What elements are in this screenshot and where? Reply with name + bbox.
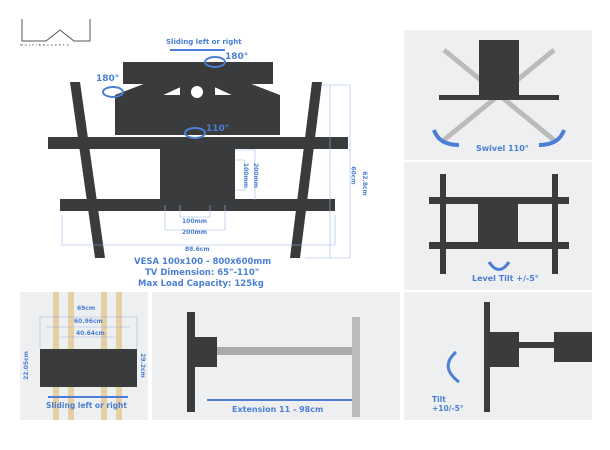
spec-vesa: VESA 100x100 - 800x600mm bbox=[134, 257, 272, 267]
brand-logo-text: MULTIBRACKETS bbox=[20, 43, 71, 47]
extension-label: Extension 11 - 98cm bbox=[232, 405, 324, 414]
dim-width: 88.6cm bbox=[185, 246, 210, 253]
dim-40-64cm: 40.64cm bbox=[76, 330, 105, 337]
extension-panel: Extension 11 - 98cm bbox=[152, 292, 400, 420]
rotation-label-left: 180° bbox=[96, 74, 120, 84]
tilt-label-line2: +10/-5° bbox=[432, 404, 464, 413]
dim-vesa-200-v: 200mm bbox=[252, 162, 260, 189]
wall-sliding-label: Sliding left or right bbox=[46, 401, 127, 410]
wall-plate-drawing bbox=[39, 292, 138, 420]
dim-29-2cm: 29.2cm bbox=[138, 353, 146, 378]
dim-69cm: 69cm bbox=[77, 305, 96, 312]
rotation-label-center: 110° bbox=[206, 124, 230, 134]
wall-plate-panel: 69cm 60.96cm 40.64cm 22.05cm 29.2cm Slid… bbox=[20, 292, 148, 420]
swivel-drawing bbox=[432, 40, 566, 147]
level-tilt-panel: Level Tilt +/-5° bbox=[404, 162, 592, 290]
dim-height-outer: 62.8cm bbox=[360, 171, 368, 196]
tilt-drawing bbox=[446, 302, 592, 412]
brand-logo bbox=[21, 19, 91, 42]
tilt-label-line1: Tilt bbox=[432, 395, 446, 404]
spec-max-load: Max Load Capacity: 125kg bbox=[138, 279, 264, 289]
main-mount-drawing bbox=[48, 49, 351, 259]
dim-22-05cm: 22.05cm bbox=[22, 351, 30, 380]
sliding-label: Sliding left or right bbox=[166, 38, 242, 46]
dim-height-inner: 60cm bbox=[349, 166, 357, 185]
rotation-label-top: 180° bbox=[225, 52, 249, 62]
dim-vesa-100-v: 100mm bbox=[242, 162, 250, 189]
dim-60-96cm: 60.96cm bbox=[74, 318, 103, 325]
dim-vesa-100-h: 100mm bbox=[182, 218, 208, 225]
level-tilt-label: Level Tilt +/-5° bbox=[472, 274, 539, 283]
dim-vesa-200-h: 200mm bbox=[182, 229, 208, 236]
spec-tv-dimension: TV Dimension: 65"-110" bbox=[145, 268, 260, 278]
tilt-panel: Tilt +10/-5° bbox=[404, 292, 592, 420]
extension-drawing bbox=[187, 312, 360, 417]
swivel-panel: Swivel 110° bbox=[404, 30, 592, 160]
swivel-label: Swivel 110° bbox=[476, 144, 529, 153]
level-tilt-drawing bbox=[429, 174, 569, 274]
